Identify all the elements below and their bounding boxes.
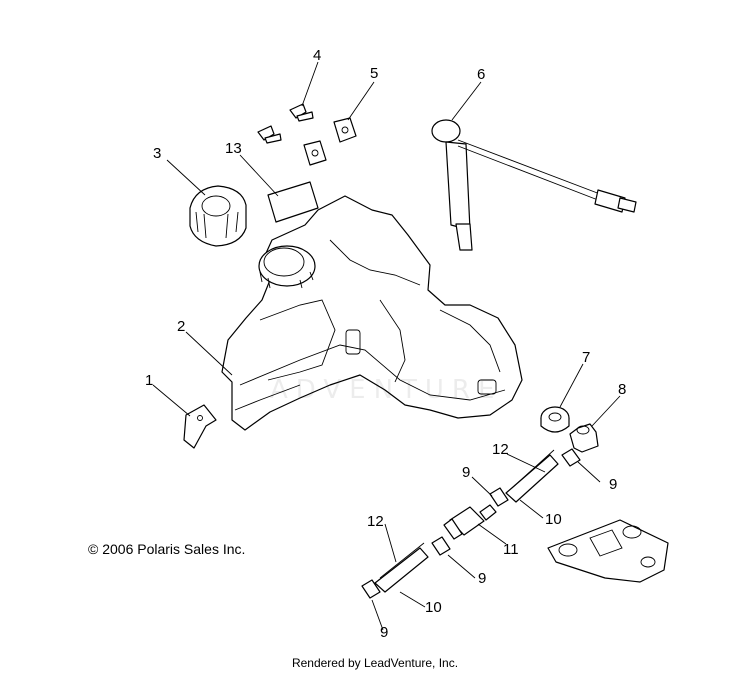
mount-plate <box>547 519 669 583</box>
callout-labels: 1 2 3 4 5 6 7 8 9 9 9 9 10 10 11 12 12 1… <box>145 47 626 641</box>
callout-5: 5 <box>370 65 378 82</box>
speed-nut <box>333 117 357 143</box>
fuel-filter <box>443 504 497 540</box>
decal <box>267 181 319 223</box>
callout-12: 12 <box>367 513 384 530</box>
callout-8: 8 <box>618 381 626 398</box>
callout-11: 11 <box>503 541 519 558</box>
fuel-sender <box>431 119 637 251</box>
footer-credit: Rendered by LeadVenture, Inc. <box>291 656 459 670</box>
callout-6: 6 <box>477 66 485 83</box>
hose-clamp <box>489 487 509 507</box>
leader-lines <box>152 61 621 631</box>
fuel-hose <box>374 542 429 593</box>
screw <box>257 125 282 144</box>
callout-9: 9 <box>609 476 617 493</box>
callout-3: 3 <box>153 145 161 162</box>
fuel-hose <box>505 449 559 503</box>
speed-nut <box>303 140 327 166</box>
elbow-fitting <box>569 423 599 453</box>
fuel-cap <box>189 185 247 247</box>
copyright-text: © 2006 Polaris Sales Inc. <box>88 541 246 557</box>
tank-bracket <box>183 404 217 449</box>
tank-fitting <box>540 406 570 433</box>
filler-neck <box>258 245 316 289</box>
callout-1: 1 <box>145 372 153 389</box>
callout-10: 10 <box>545 511 562 528</box>
callout-4: 4 <box>313 47 321 64</box>
callout-9: 9 <box>380 624 388 641</box>
hose-clamp <box>431 536 451 556</box>
screw <box>289 103 314 122</box>
watermark: ADVENTURE <box>270 375 503 405</box>
hose-clamp <box>361 579 381 599</box>
callout-10: 10 <box>425 599 442 616</box>
hose-clamp <box>561 448 581 467</box>
callout-12: 12 <box>492 441 509 458</box>
callout-9: 9 <box>478 570 486 587</box>
callout-13: 13 <box>225 140 242 157</box>
callout-2: 2 <box>177 318 185 335</box>
callout-9: 9 <box>462 464 470 481</box>
callout-7: 7 <box>582 349 590 366</box>
